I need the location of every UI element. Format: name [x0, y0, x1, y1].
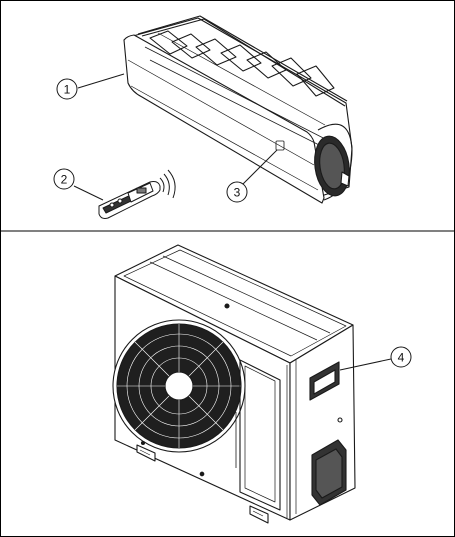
- callout-1-leader: [77, 73, 125, 89]
- callout-1-circle: [56, 78, 78, 100]
- callout-4: 4: [339, 346, 412, 371]
- callout-3-leader: [242, 149, 278, 185]
- callout-2: 2: [53, 168, 104, 201]
- callout-4-label: 4: [398, 351, 405, 365]
- callout-1-label: 1: [64, 83, 71, 97]
- callout-2-circle: [53, 168, 75, 190]
- remote-control-drawing: [98, 169, 176, 219]
- indoor-unit-drawing: [123, 15, 353, 204]
- callout-4-leader: [339, 358, 392, 371]
- callout-1: 1: [56, 73, 125, 100]
- callout-3-circle: [226, 181, 248, 203]
- callout-3-label: 3: [234, 186, 241, 200]
- callout-3: 3: [226, 149, 278, 203]
- callout-2-label: 2: [61, 173, 68, 187]
- callout-2-leader: [73, 185, 104, 201]
- outdoor-unit-drawing: [112, 244, 356, 524]
- callout-4-circle: [390, 346, 412, 368]
